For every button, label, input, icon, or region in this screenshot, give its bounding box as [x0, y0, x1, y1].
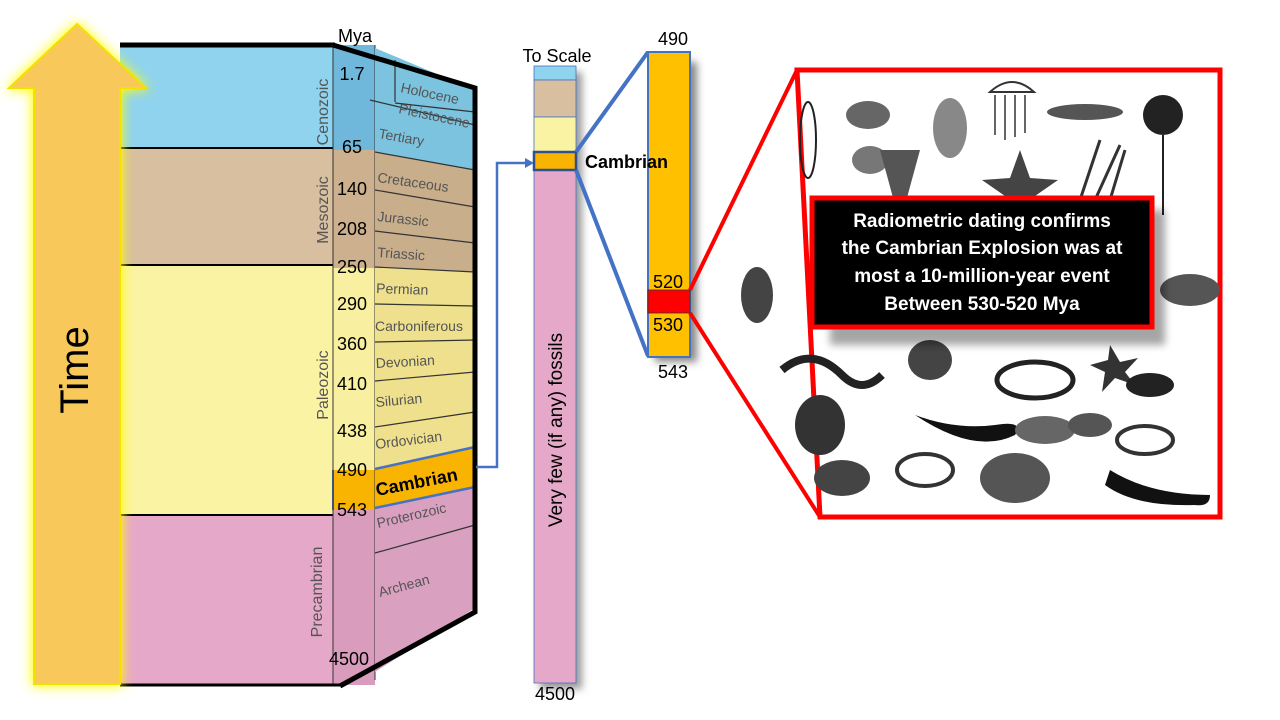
zoom-530-age: 530 [653, 315, 683, 335]
period-silurian: Silurian [375, 390, 423, 410]
cenozoic-band [120, 45, 333, 148]
age-label: 1.7 [339, 64, 364, 84]
period-carboniferous: Carboniferous [375, 318, 463, 334]
fossil-panel: Radiometric dating confirms the Cambrian… [688, 67, 1223, 520]
cambrian-organisms-illustration [741, 81, 1220, 506]
age-label: 490 [337, 460, 367, 480]
age-label: 438 [337, 421, 367, 441]
age-label: 65 [342, 137, 362, 157]
age-label: 4500 [329, 649, 369, 669]
callout-line: most a 10-million-year event [854, 266, 1110, 287]
age-label: 543 [337, 500, 367, 520]
cambrian-label: Cambrian [585, 152, 668, 172]
callout-line: Between 530-520 Mya [884, 294, 1080, 315]
time-label: Time [53, 326, 97, 413]
cambrian-band [333, 470, 375, 510]
to-scale-title: To Scale [522, 46, 591, 66]
age-label: 290 [337, 294, 367, 314]
time-arrow: Time [5, 22, 150, 686]
period-triassic: Triassic [377, 244, 426, 263]
zoom-top-age: 490 [658, 29, 688, 49]
zoom-line-bottom [574, 169, 650, 357]
age-column [332, 45, 376, 685]
arrowhead-icon [525, 158, 534, 168]
precambrian-band [120, 515, 333, 685]
callout-line: Radiometric dating confirms [853, 211, 1111, 232]
era-block-front [120, 42, 335, 685]
period-devonian: Devonian [375, 352, 435, 371]
age-label: 410 [337, 374, 367, 394]
period-face [120, 42, 478, 689]
explosion-interval [647, 289, 691, 314]
cambrian-zoom-bar: 490 520 530 543 [647, 29, 697, 382]
cambrian-segment [532, 150, 578, 172]
callout-line: the Cambrian Explosion was at [842, 238, 1124, 259]
age-label: 208 [337, 219, 367, 239]
paleozoic-band [120, 265, 333, 515]
callout-box [809, 195, 1155, 330]
age-label: 140 [337, 179, 367, 199]
period-permian: Permian [376, 280, 429, 298]
age-label: 250 [337, 257, 367, 277]
age-label: 360 [337, 334, 367, 354]
era-mesozoic: Mesozoic [315, 176, 332, 244]
mesozoic-band [120, 148, 333, 265]
era-cenozoic: Cenozoic [315, 79, 332, 146]
unit-label: Mya [338, 26, 373, 46]
zoom-bottom-age: 543 [658, 362, 688, 382]
age-labels: Mya 1.7 65 140 208 250 290 360 410 438 4… [329, 26, 373, 669]
connector-arrow [476, 161, 528, 469]
fossil-note: Very few (if any) fossils [546, 333, 567, 527]
era-labels: Cenozoic Mesozoic Paleozoic Precambrian [309, 79, 332, 638]
period-jurassic: Jurassic [377, 208, 430, 229]
to-scale-bar: To Scale Very few (if any) fossils 4500 [522, 46, 591, 704]
period-tertiary: Tertiary [377, 125, 425, 149]
zoom-520-age: 520 [653, 272, 683, 292]
era-precambrian: Precambrian [309, 547, 326, 638]
zoom-line-top [574, 50, 650, 154]
era-paleozoic: Paleozoic [315, 350, 332, 419]
bottom-age: 4500 [535, 684, 575, 704]
